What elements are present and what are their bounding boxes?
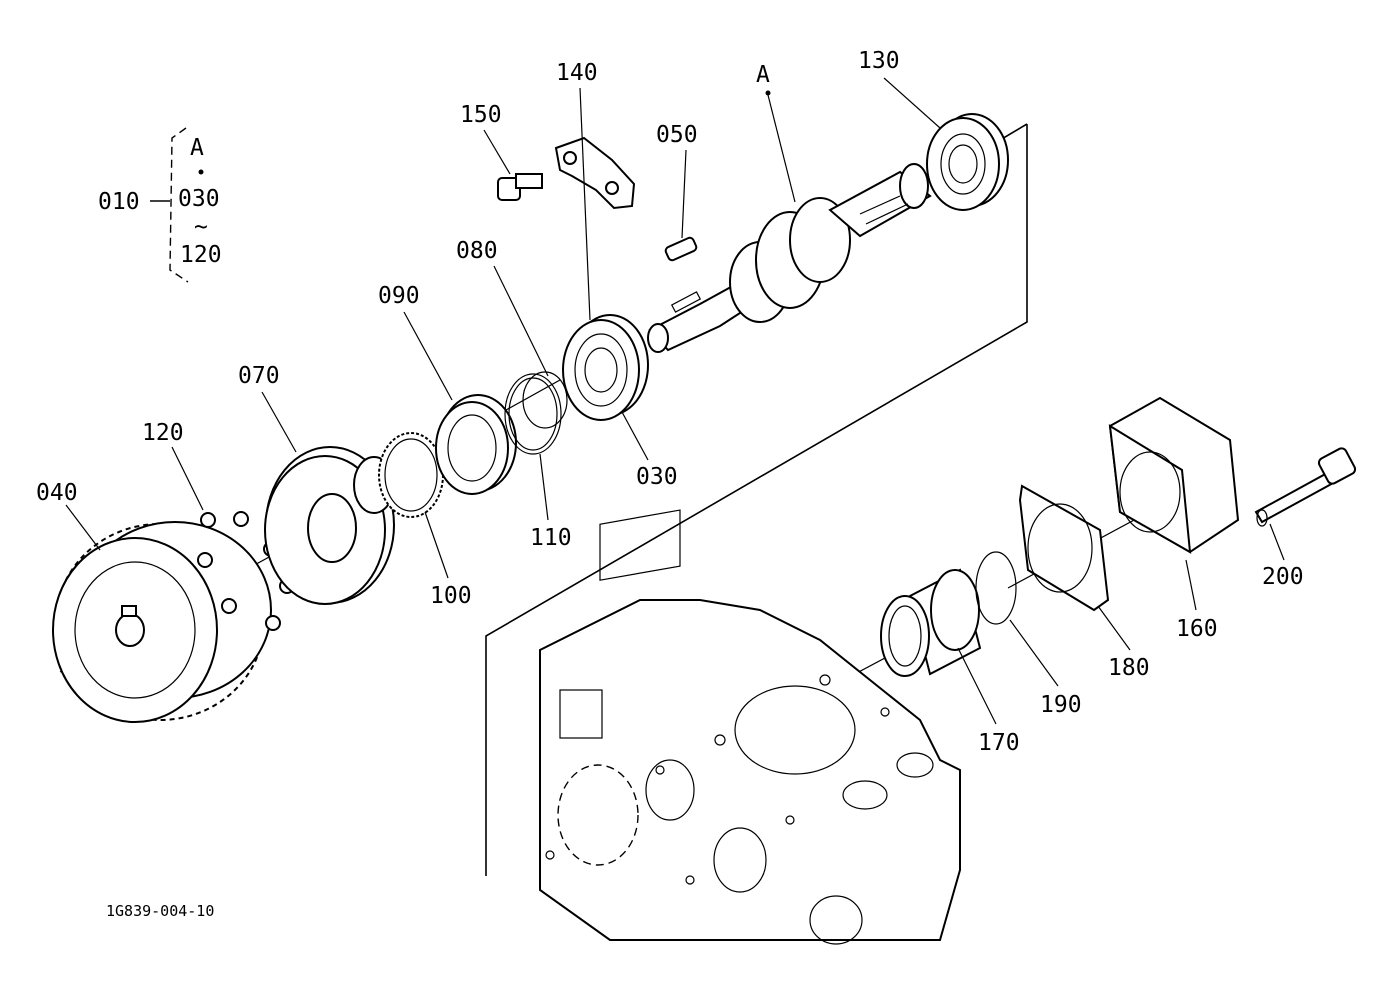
- label-120: 120: [142, 420, 184, 446]
- label-070: 070: [238, 363, 280, 389]
- group-range-end: 120: [180, 242, 222, 268]
- group-range-start: 030: [178, 186, 220, 212]
- group-from-mark: A: [190, 135, 204, 161]
- label-030: 030: [636, 464, 678, 490]
- label-160: 160: [1176, 616, 1218, 642]
- label-010: 010: [98, 189, 140, 215]
- gear-040: [52, 521, 272, 723]
- holder-140: [554, 136, 636, 210]
- group-range-sep: ~: [194, 214, 208, 240]
- label-170: 170: [978, 730, 1020, 756]
- label-090: 090: [378, 283, 420, 309]
- ring-110: [504, 373, 562, 455]
- key-050: [664, 236, 698, 262]
- bearing-130: [926, 113, 1009, 211]
- ring-080: [522, 371, 568, 429]
- label-050: 050: [656, 122, 698, 148]
- label-040: 040: [36, 480, 78, 506]
- label-130: 130: [858, 48, 900, 74]
- label-A: A: [756, 62, 770, 88]
- label-140: 140: [556, 60, 598, 86]
- label-180: 180: [1108, 655, 1150, 681]
- group-bracket: 010 A 030 ~ 120: [98, 127, 222, 283]
- label-150: 150: [460, 102, 502, 128]
- retainer-100: [378, 432, 444, 518]
- bearing-030: [562, 314, 649, 421]
- bolt-200: [1254, 447, 1357, 527]
- plate-070: [264, 446, 395, 605]
- label-080: 080: [456, 238, 498, 264]
- label-190: 190: [1040, 692, 1082, 718]
- engine-block: [539, 509, 961, 945]
- label-110: 110: [530, 525, 572, 551]
- seal-090: [435, 394, 517, 495]
- shaft-A: [647, 163, 932, 353]
- label-200: 200: [1262, 564, 1304, 590]
- sleeve-170: [880, 568, 982, 677]
- ring-190: [975, 551, 1017, 625]
- gasket-180: [1018, 484, 1110, 612]
- callout-frame: [485, 124, 1028, 876]
- group-dot: [198, 169, 204, 175]
- housing-160: [1108, 396, 1240, 554]
- label-100: 100: [430, 583, 472, 609]
- drawing-code: 1G839-004-10: [106, 902, 214, 920]
- bolt-150: [497, 173, 543, 201]
